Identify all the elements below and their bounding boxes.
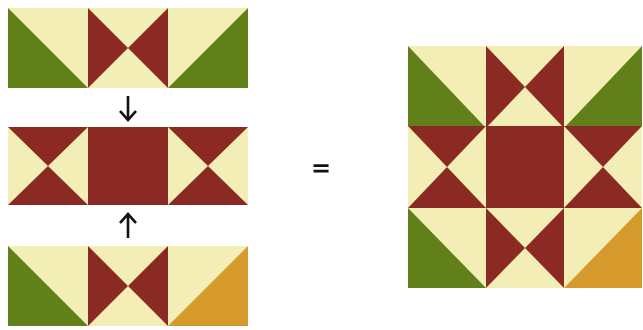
arrow-down-icon [118, 94, 138, 124]
result-tile-hourglass-v [486, 208, 564, 288]
left-tile-hourglass-v [88, 8, 168, 88]
equals-sign: = [310, 156, 332, 180]
left-tile-hourglass-h [8, 126, 88, 204]
result-tile-corner-green-bl [408, 46, 486, 128]
result-tile-solid-red [486, 126, 564, 208]
result-tile-corner-green-br [564, 46, 642, 128]
left-tile-hourglass-h [168, 126, 248, 204]
red-square [88, 127, 168, 205]
arrow-up-icon [118, 210, 138, 240]
left-tile-corner-green-tl [8, 246, 88, 326]
left-tile-corner-green-bl [8, 8, 88, 88]
result-tile-hourglass-v [486, 46, 564, 128]
left-tile-corner-green-br [168, 8, 248, 88]
result-tile-corner-orange-tr [564, 208, 642, 288]
result-tile-hourglass-h [408, 126, 486, 208]
left-tile-hourglass-v [88, 246, 168, 326]
red-square [486, 126, 564, 208]
left-tile-corner-orange-tr [168, 246, 248, 326]
result-tile-hourglass-h [564, 126, 642, 208]
left-tile-solid-red [88, 126, 168, 204]
result-tile-corner-green-tl [408, 208, 486, 288]
